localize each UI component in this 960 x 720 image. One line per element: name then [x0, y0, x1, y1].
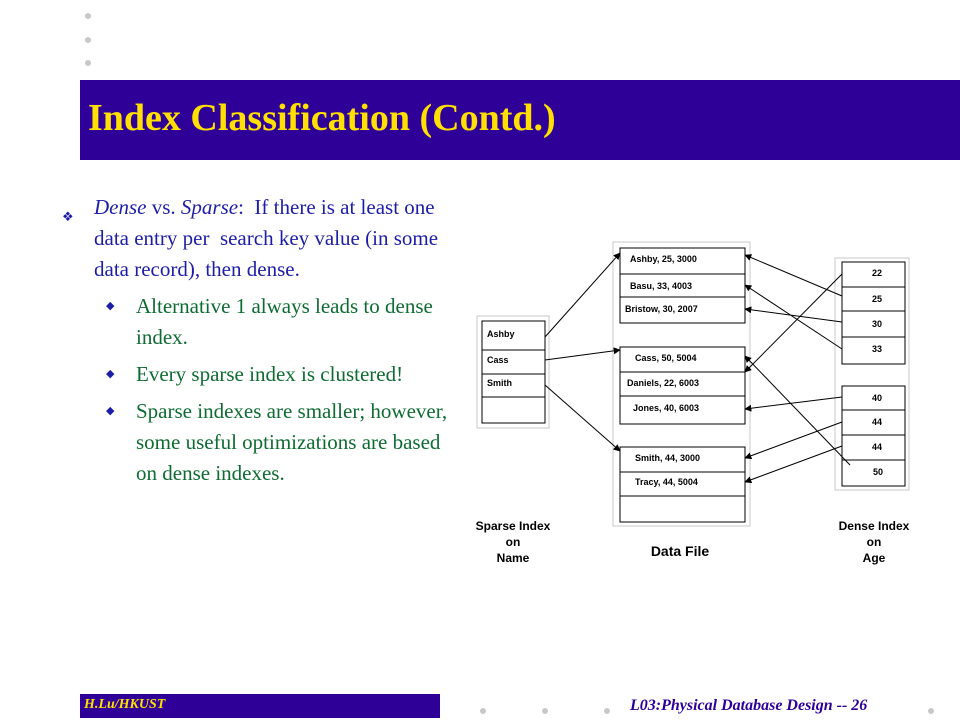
dense-index-block: [841, 261, 906, 365]
dense-entry: 25: [872, 294, 882, 304]
dense-pointer-arrow: [744, 254, 843, 297]
decor-dot: [928, 708, 934, 714]
data-file-caption: Data File: [651, 543, 710, 559]
dense-entry: 44: [872, 442, 882, 452]
sub-bullet: ◆ Every sparse index is clustered!: [62, 359, 452, 390]
data-record: Jones, 40, 6003: [633, 403, 699, 413]
data-record: Cass, 50, 5004: [635, 353, 697, 363]
sparse-caption: Sparse Index: [476, 519, 551, 533]
dense-entry: 30: [872, 319, 882, 329]
dense-entry: 33: [872, 344, 882, 354]
decor-dot: [85, 13, 91, 19]
dense-caption: Age: [863, 551, 886, 565]
dense-pointer-arrow: [744, 306, 843, 323]
decor-dot: [480, 708, 486, 714]
sparse-pointer-arrow: [544, 384, 621, 452]
decor-dot: [85, 60, 91, 66]
sparse-index-box: [481, 320, 546, 424]
data-record: Bristow, 30, 2007: [625, 304, 698, 314]
dense-pointer-arrow: [744, 421, 843, 460]
dense-pointer-arrow: [744, 355, 851, 466]
dense-entry: 40: [872, 393, 882, 403]
decor-dot: [542, 708, 548, 714]
sub-bullet: ◆ Alternative 1 always leads to dense in…: [62, 291, 452, 353]
sparse-entry: Ashby: [487, 329, 515, 339]
dense-pointer-arrow: [744, 396, 843, 412]
bullet-list: ❖ Dense vs. Sparse: If there is at least…: [62, 192, 452, 489]
sub-bullet-text: Sparse indexes are smaller; however, som…: [136, 399, 448, 485]
dense-pointer-arrow: [744, 445, 843, 484]
data-record: Tracy, 44, 5004: [635, 477, 698, 487]
sparse-pointer-arrow: [544, 252, 621, 338]
sparse-term: Sparse: [180, 195, 239, 219]
dense-term: Dense: [94, 195, 147, 219]
dense-caption: Dense Index: [839, 519, 910, 533]
sparse-entry: Cass: [487, 355, 509, 365]
footer-author: H.Lu/HKUST: [84, 697, 166, 712]
slide-title: Index Classification (Contd.): [88, 97, 556, 139]
dense-entry: 22: [872, 268, 882, 278]
dense-index-frame: [834, 257, 910, 491]
main-bullet: ❖ Dense vs. Sparse: If there is at least…: [62, 192, 452, 285]
sub-bullet: ◆ Sparse indexes are smaller; however, s…: [62, 396, 452, 489]
dense-pointer-arrow: [744, 284, 843, 350]
data-record: Smith, 44, 3000: [635, 453, 700, 463]
main-bullet-text: : If there is at least one data entry pe…: [94, 195, 444, 281]
dense-entry: 44: [872, 417, 882, 427]
decor-dot: [85, 37, 91, 43]
decor-dot: [604, 708, 610, 714]
title-bar: [80, 80, 960, 160]
sparse-caption: on: [506, 535, 521, 549]
small-diamond-bullet-icon: ◆: [106, 300, 115, 312]
dense-index-block: [841, 385, 906, 487]
data-record: Ashby, 25, 3000: [630, 254, 697, 264]
sub-bullet-text: Alternative 1 always leads to dense inde…: [136, 294, 433, 349]
dense-caption: on: [867, 535, 882, 549]
sparse-pointer-arrow: [544, 347, 621, 361]
footer-left-bar: H.Lu/HKUST: [80, 694, 440, 718]
small-diamond-bullet-icon: ◆: [106, 405, 115, 417]
dense-pointer-arrow: [744, 273, 843, 373]
small-diamond-bullet-icon: ◆: [106, 368, 115, 380]
sparse-entry: Smith: [487, 378, 512, 388]
dense-entry: 50: [873, 467, 883, 477]
data-page: [619, 247, 746, 324]
sparse-caption: Name: [497, 551, 530, 565]
data-file-frame: [612, 241, 751, 527]
data-record: Basu, 33, 4003: [630, 281, 692, 291]
data-page: [619, 446, 746, 523]
footer-slide-label: L03:Physical Database Design -- 26: [630, 697, 868, 714]
sparse-index-frame: [476, 315, 550, 429]
data-page: [619, 346, 746, 425]
vs-text: vs.: [146, 195, 181, 219]
diamond-bullet-icon: ❖: [62, 209, 74, 224]
data-record: Daniels, 22, 6003: [627, 378, 699, 388]
sub-bullet-text: Every sparse index is clustered!: [136, 362, 404, 386]
